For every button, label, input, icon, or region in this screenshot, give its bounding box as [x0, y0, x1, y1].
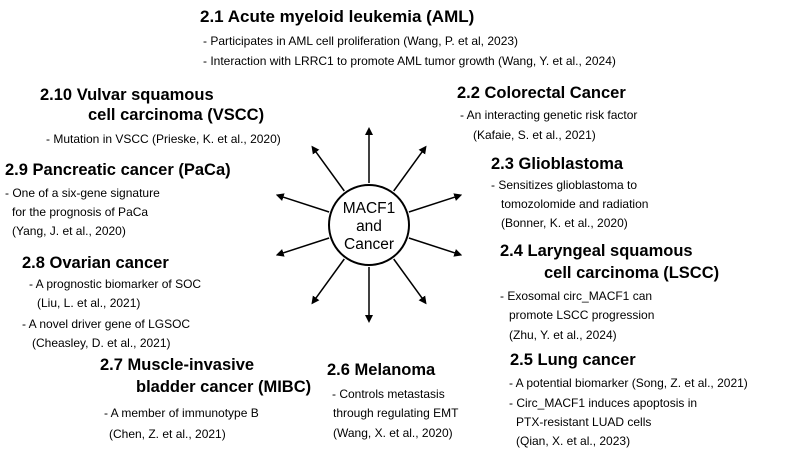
lscc-line-2: promote LSCC progression — [509, 308, 655, 322]
lung-line-4: (Qian, X. et al., 2023) — [516, 434, 631, 448]
center-line-2: and — [356, 218, 382, 235]
melanoma-line-1: - Controls metastasis — [332, 387, 445, 401]
ovarian-line-2: (Liu, L. et al., 2021) — [37, 296, 141, 310]
mibc-line-2: (Chen, Z. et al., 2021) — [109, 427, 226, 441]
arrow-mibc — [311, 258, 345, 305]
melanoma-line-3: (Wang, X. et al., 2020) — [333, 426, 453, 440]
paca-title: 2.9 Pancreatic cancer (PaCa) — [5, 161, 231, 179]
vscc-line-1: - Mutation in VSCC (Prieske, K. et al., … — [46, 132, 281, 146]
lscc-title-2: cell carcinoma (LSCC) — [544, 264, 720, 282]
ovarian-line-4: (Cheasley, D. et al., 2021) — [32, 336, 171, 350]
ovarian-line-3: - A novel driver gene of LGSOC — [22, 317, 191, 331]
aml-line-1: - Participates in AML cell proliferation… — [203, 34, 519, 48]
colorectal-line-1: - An interacting genetic risk factor — [460, 108, 638, 122]
vscc-title-1: 2.10 Vulvar squamous — [40, 86, 214, 104]
glioblastoma-line-2: tomozolomide and radiation — [501, 197, 649, 211]
colorectal-line-2: (Kafaie, S. et al., 2021) — [473, 128, 596, 142]
ovarian-line-1: - A prognostic biomarker of SOC — [29, 277, 202, 291]
center-line-3: Cancer — [344, 236, 394, 253]
colorectal-title: 2.2 Colorectal Cancer — [457, 84, 626, 102]
lung-line-1: - A potential biomarker (Song, Z. et al.… — [509, 376, 748, 390]
melanoma-line-2: through regulating EMT — [333, 406, 459, 420]
mibc-title-2: bladder cancer (MIBC) — [136, 378, 312, 396]
arrow-paca — [275, 193, 330, 213]
glioblastoma-title: 2.3 Glioblastoma — [491, 155, 624, 173]
vscc-title-2: cell carcinoma (VSCC) — [88, 106, 265, 124]
lscc-title-1: 2.4 Laryngeal squamous — [500, 242, 693, 260]
melanoma-title: 2.6 Melanoma — [327, 361, 436, 379]
arrow-glioblastoma — [408, 193, 463, 213]
lscc-line-3: (Zhu, Y. et al., 2024) — [509, 328, 617, 342]
center-line-1: MACF1 — [342, 200, 396, 217]
ovarian-title: 2.8 Ovarian cancer — [22, 254, 169, 272]
mibc-line-1: - A member of immunotype B — [104, 406, 259, 420]
lung-line-3: PTX-resistant LUAD cells — [516, 415, 652, 429]
arrow-lung — [393, 258, 427, 305]
paca-line-1: - One of a six-gene signature — [5, 186, 160, 200]
glioblastoma-line-1: - Sensitizes glioblastoma to — [491, 178, 638, 192]
glioblastoma-line-3: (Bonner, K. et al., 2020) — [501, 216, 628, 230]
lscc-line-1: - Exosomal circ_MACF1 can — [500, 289, 653, 303]
lung-line-2: - Circ_MACF1 induces apoptosis in — [509, 396, 698, 410]
arrow-vscc — [311, 145, 345, 192]
mibc-title-1: 2.7 Muscle-invasive — [100, 356, 255, 374]
arrows — [275, 127, 463, 323]
paca-line-2: for the prognosis of PaCa — [12, 205, 149, 219]
aml-title: 2.1 Acute myeloid leukemia (AML) — [200, 7, 475, 26]
arrow-ovarian — [275, 237, 330, 257]
paca-line-3: (Yang, J. et al., 2020) — [12, 224, 126, 238]
aml-line-2: - Interaction with LRRC1 to promote AML … — [203, 54, 616, 68]
center-label: MACF1 and Cancer — [329, 200, 409, 254]
arrow-lscc — [408, 237, 463, 257]
center-circle — [328, 184, 410, 266]
arrow-colorectal — [393, 145, 427, 192]
lung-title: 2.5 Lung cancer — [510, 351, 636, 369]
